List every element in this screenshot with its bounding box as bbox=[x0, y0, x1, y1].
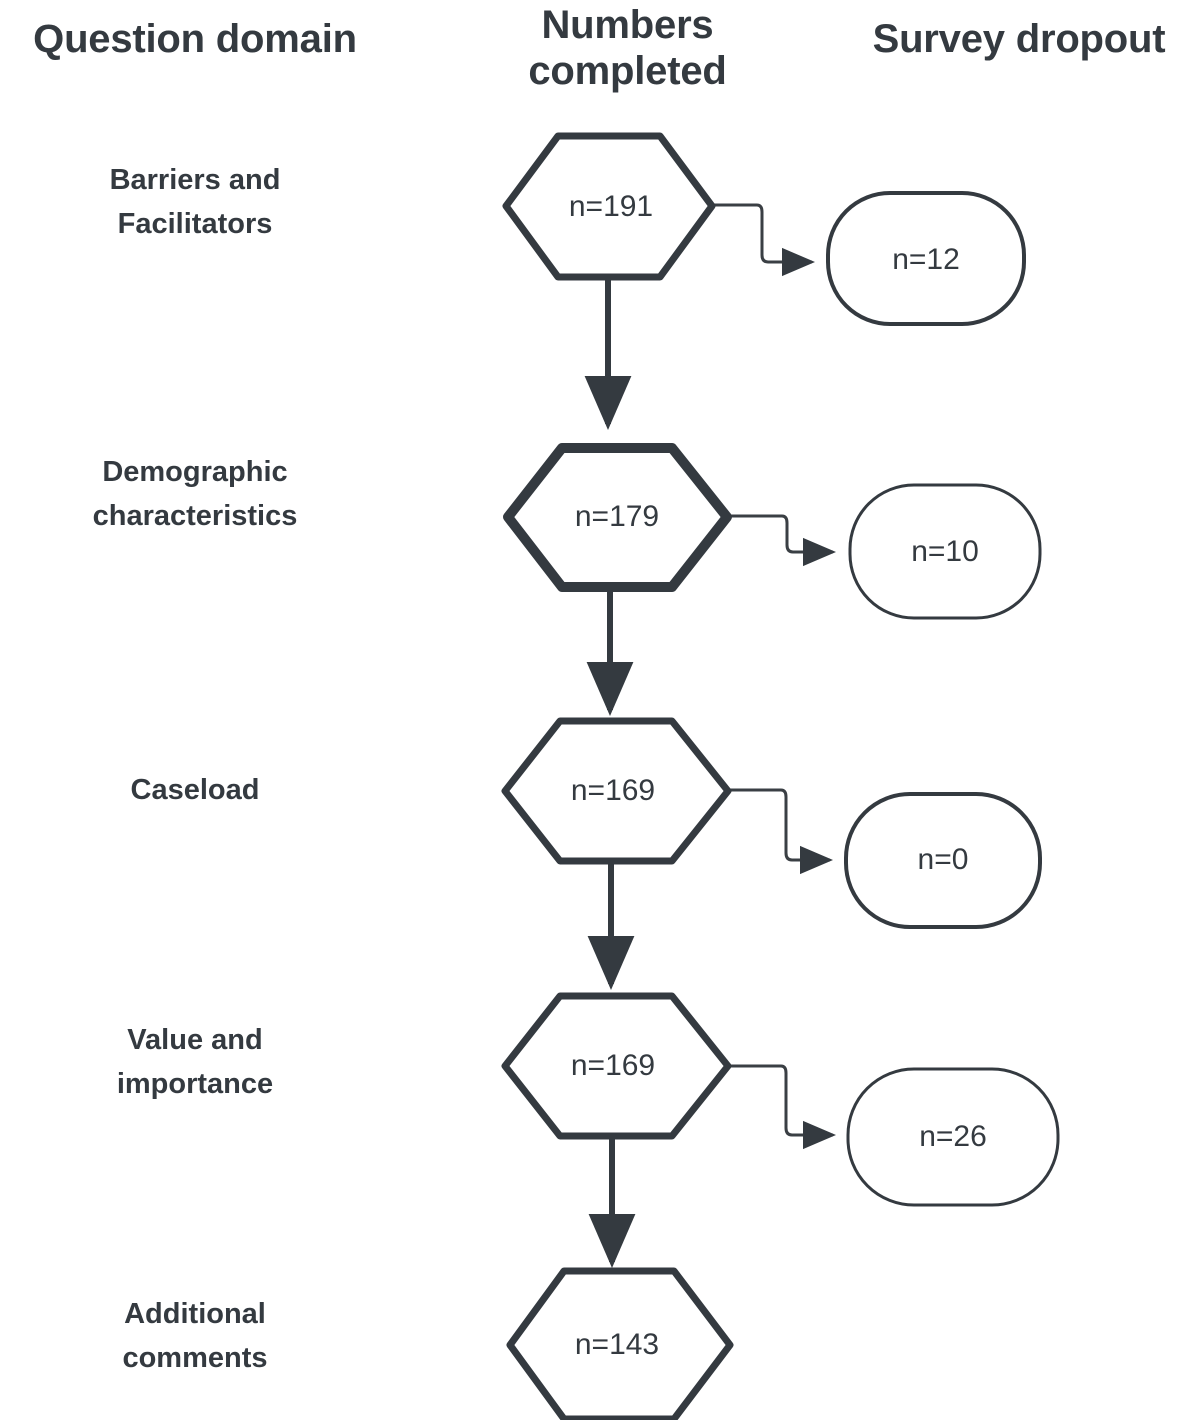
dropout-value-row1: n=10 bbox=[911, 535, 979, 568]
hexagon-node-row3[interactable] bbox=[501, 992, 732, 1140]
dropout-connector-row2 bbox=[730, 788, 833, 875]
row-label-caseload: Caseload bbox=[0, 768, 390, 812]
row-label-value-and-importance: Value and importance bbox=[0, 1018, 390, 1106]
hexagon-value-row2: n=169 bbox=[570, 774, 656, 807]
row-label-barriers-and-facilitators: Barriers and Facilitators bbox=[0, 158, 390, 246]
hexagon-value-row4: n=143 bbox=[574, 1328, 660, 1361]
column-header-question-domain: Question domain bbox=[33, 17, 357, 61]
column-header-numbers-completed: Numbers completed bbox=[495, 2, 760, 94]
dropout-connectors bbox=[713, 203, 836, 1150]
dropout-value-row0: n=12 bbox=[892, 243, 960, 276]
row-label-additional-comments: Additional comments bbox=[0, 1292, 390, 1380]
row-label-line1: Caseload bbox=[130, 774, 260, 806]
row-label-line2: Facilitators bbox=[117, 208, 273, 240]
hexagon-node-row4[interactable] bbox=[506, 1267, 734, 1420]
hexagon-nodes bbox=[501, 132, 734, 1420]
dropout-nodes bbox=[826, 191, 1060, 1207]
dropout-node-row1[interactable] bbox=[848, 483, 1042, 620]
column-header-survey-dropout: Survey dropout bbox=[872, 17, 1166, 61]
dropout-connector-row3 bbox=[730, 1064, 836, 1150]
column-header-numbers-line2: completed bbox=[528, 49, 727, 93]
dropout-node-row3[interactable] bbox=[846, 1067, 1060, 1207]
dropout-connector-row0 bbox=[713, 203, 815, 277]
row-label-line2: characteristics bbox=[92, 500, 298, 532]
dropout-node-row2[interactable] bbox=[844, 792, 1042, 929]
column-header-numbers-line1: Numbers bbox=[541, 3, 714, 47]
hexagon-value-row0: n=191 bbox=[568, 190, 654, 223]
dropout-value-row2: n=0 bbox=[917, 843, 969, 876]
row-label-line2: comments bbox=[122, 1342, 268, 1374]
row-label-line2: importance bbox=[116, 1068, 274, 1100]
dropout-value-row3: n=26 bbox=[919, 1120, 987, 1153]
row-label-line1: Barriers and bbox=[109, 164, 281, 196]
hexagon-value-row1: n=179 bbox=[574, 500, 660, 533]
row-label-line1: Value and bbox=[127, 1024, 263, 1056]
hexagon-node-row1[interactable] bbox=[503, 443, 732, 592]
dropout-connector-row1 bbox=[729, 514, 836, 567]
dropout-node-row0[interactable] bbox=[826, 191, 1026, 326]
row-label-demographic-characteristics: Demographic characteristics bbox=[0, 450, 390, 538]
hexagon-value-row3: n=169 bbox=[570, 1049, 656, 1082]
hexagon-node-row2[interactable] bbox=[501, 717, 732, 865]
row-label-line1: Additional bbox=[124, 1298, 266, 1330]
vertical-connectors bbox=[584, 276, 636, 1268]
row-label-line1: Demographic bbox=[102, 456, 288, 488]
hexagon-node-row0[interactable] bbox=[502, 132, 716, 281]
